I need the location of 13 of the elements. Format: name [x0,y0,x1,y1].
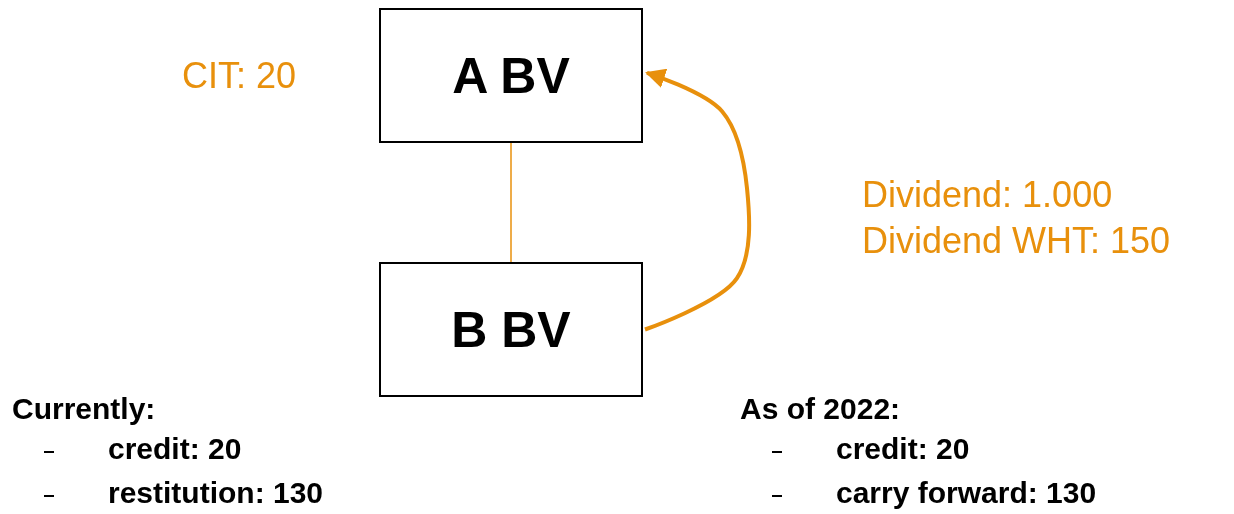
list-item: carry forward: 130 [836,476,1097,510]
tax-note: CIT: 20 [182,55,297,97]
entity-name: B BV [451,300,571,359]
entity-name: A BV [452,46,570,105]
entity-box [379,262,643,397]
entity-box [379,8,643,143]
connector-line [510,142,512,263]
list-item: restitution: 130 [108,476,324,510]
list-item: credit: 20 [108,432,242,466]
section-heading: Currently: [12,392,156,426]
list-item: credit: 20 [836,432,970,466]
curved-arrow [644,68,752,332]
section-heading: As of 2022: [740,392,901,426]
